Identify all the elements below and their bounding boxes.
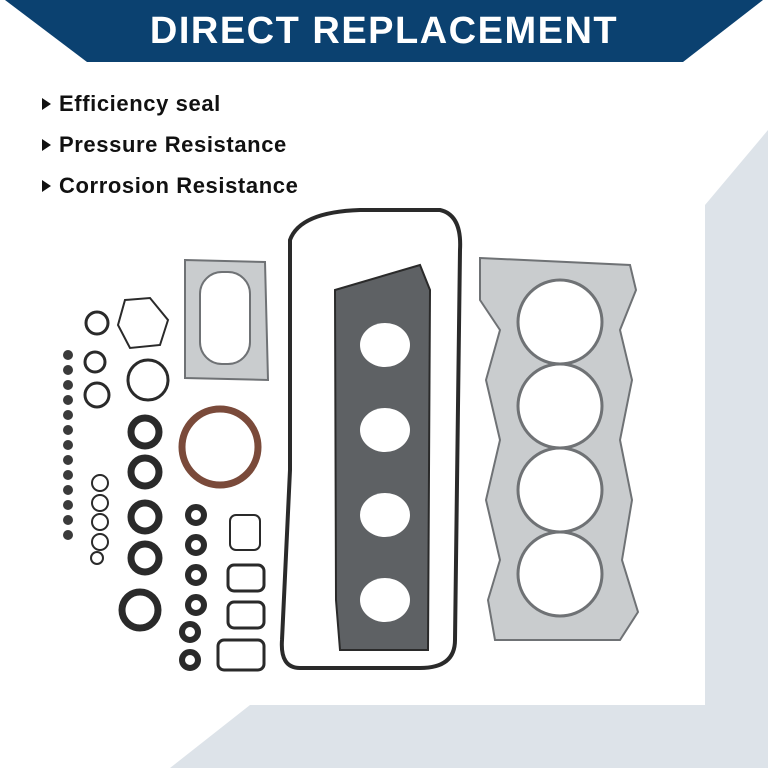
intake-gasket-image	[333, 263, 432, 651]
seal-set-image	[83, 296, 266, 672]
banner-title: DIRECT REPLACEMENT	[149, 10, 619, 52]
feature-item: Pressure Resistance	[42, 132, 287, 158]
feature-label: Pressure Resistance	[59, 132, 287, 157]
valve-cover-gasket-image	[279, 208, 463, 670]
background-accent-shape	[170, 130, 768, 768]
head-gasket-image	[479, 256, 640, 641]
exhaust-gasket-image	[184, 258, 270, 382]
triangle-bullet-icon	[42, 180, 51, 192]
feature-item: Efficiency seal	[42, 91, 221, 117]
triangle-bullet-icon	[42, 139, 51, 151]
feature-label: Corrosion Resistance	[59, 173, 299, 198]
banner-shape	[5, 0, 763, 62]
valve-stem-seals-image	[63, 350, 73, 540]
crank-seal-image	[178, 405, 262, 489]
triangle-bullet-icon	[42, 98, 51, 110]
feature-item: Corrosion Resistance	[42, 173, 298, 199]
feature-label: Efficiency seal	[59, 91, 221, 116]
